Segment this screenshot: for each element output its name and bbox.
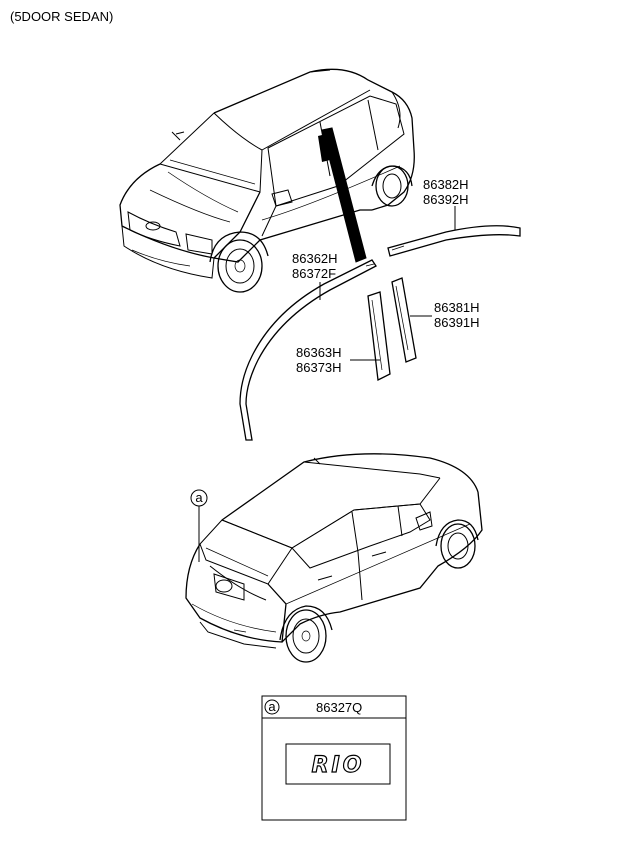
label-86373H: 86373H xyxy=(296,360,342,375)
pillar-tape-front xyxy=(367,291,391,381)
rio-emblem-logo: RIO xyxy=(312,753,365,778)
emblem-detail-box xyxy=(261,695,407,821)
roof-molding-rear xyxy=(387,225,521,257)
label-86392H: 86392H xyxy=(423,192,469,207)
label-86362H: 86362H xyxy=(292,251,338,266)
label-86372F: 86372F xyxy=(292,266,336,281)
label-86391H: 86391H xyxy=(434,315,480,330)
car-rear-view xyxy=(185,453,483,663)
callout-a-label: a xyxy=(195,490,203,505)
pillar-tape-rear xyxy=(391,277,417,363)
label-86327Q: 86327Q xyxy=(316,700,362,715)
label-86363H: 86363H xyxy=(296,345,342,360)
emblem-callout-a: a xyxy=(268,699,276,714)
label-86382H: 86382H xyxy=(423,177,469,192)
roof-molding-front xyxy=(239,259,377,441)
label-86381H: 86381H xyxy=(434,300,480,315)
car-front-view xyxy=(119,68,415,293)
diagram-title: (5DOOR SEDAN) xyxy=(10,9,113,24)
